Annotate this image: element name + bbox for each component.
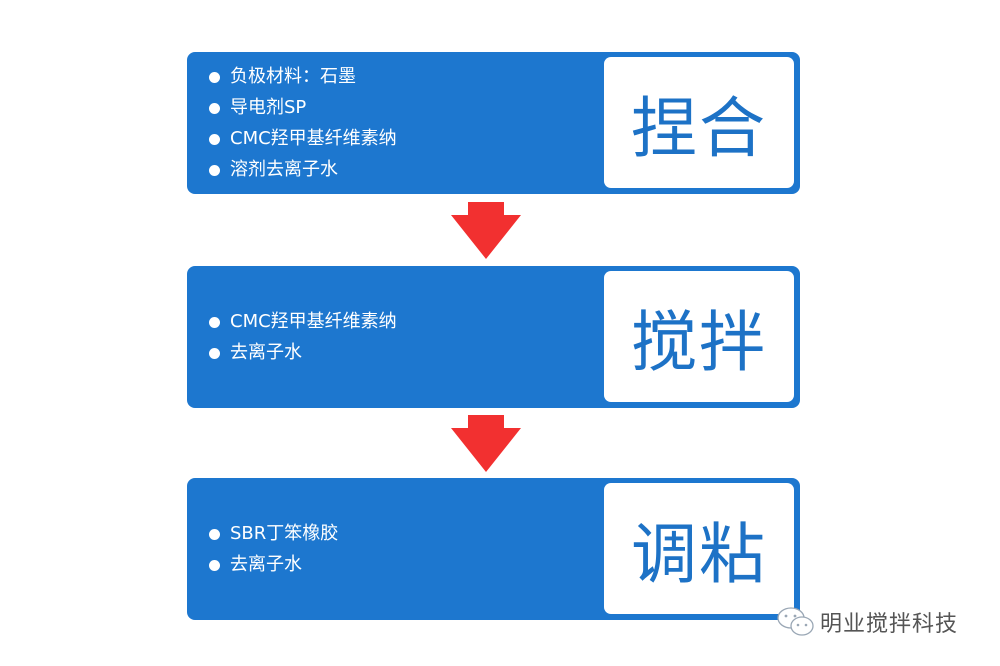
step-kneading: 负极材料：石墨 导电剂SP CMC羟甲基纤维素纳 溶剂去离子水 捏合: [187, 52, 800, 194]
material-item: 去离子水: [209, 549, 338, 580]
arrow-down-icon: [451, 415, 521, 472]
material-item: SBR丁笨橡胶: [209, 518, 338, 549]
step-materials-list: SBR丁笨橡胶 去离子水: [209, 518, 338, 580]
step-label: 搅拌: [604, 271, 794, 402]
material-item: 溶剂去离子水: [209, 154, 397, 185]
material-item: 负极材料：石墨: [209, 61, 397, 92]
step-stirring: CMC羟甲基纤维素纳 去离子水 搅拌: [187, 266, 800, 408]
wechat-icon: [777, 607, 814, 636]
material-item: CMC羟甲基纤维素纳: [209, 306, 397, 337]
watermark: 明业搅拌科技: [776, 605, 958, 639]
material-item: 导电剂SP: [209, 92, 397, 123]
material-item: 去离子水: [209, 337, 397, 368]
step-materials-list: 负极材料：石墨 导电剂SP CMC羟甲基纤维素纳 溶剂去离子水: [209, 61, 397, 185]
step-label: 调粘: [604, 483, 794, 614]
step-materials-list: CMC羟甲基纤维素纳 去离子水: [209, 306, 397, 368]
material-item: CMC羟甲基纤维素纳: [209, 123, 397, 154]
step-label: 捏合: [604, 57, 794, 188]
arrow-down-icon: [451, 202, 521, 259]
watermark-text: 明业搅拌科技: [820, 612, 959, 637]
step-viscosity-adjust: SBR丁笨橡胶 去离子水 调粘: [187, 478, 800, 620]
